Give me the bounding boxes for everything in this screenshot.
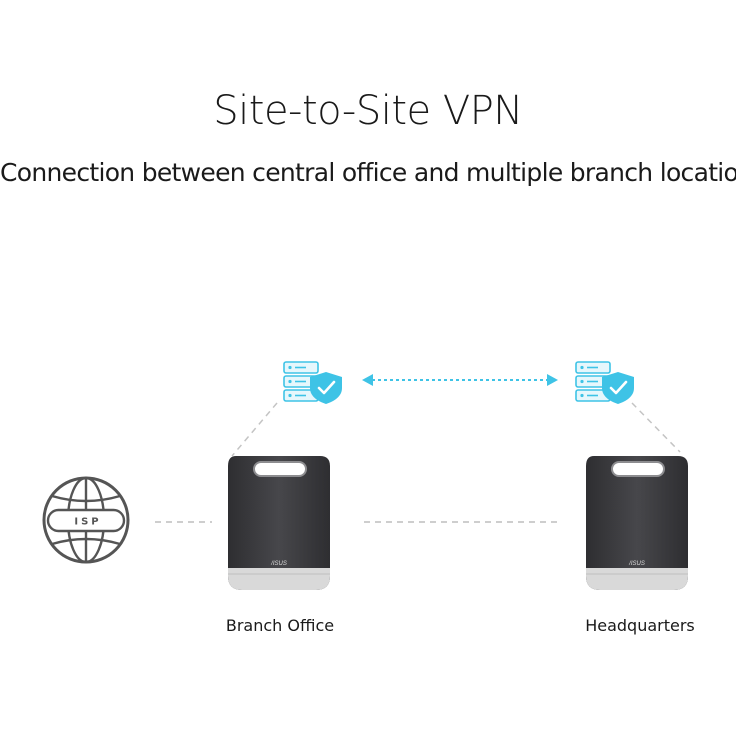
branch-server-link	[231, 402, 278, 457]
headquarters-label: Headquarters	[585, 616, 695, 635]
double-arrow-icon	[362, 374, 558, 386]
server-shield-icon	[283, 361, 342, 404]
page-subtitle: Connection between central office and mu…	[0, 158, 736, 187]
page-title: Site-to-Site VPN	[213, 88, 523, 134]
branch-logo: /ISUS	[270, 561, 287, 567]
branch-office-label: Branch Office	[225, 616, 335, 635]
server-shield-icon	[575, 361, 634, 404]
hq-server-link	[631, 402, 681, 453]
isp-label: ISP	[74, 517, 101, 528]
hq-router: /ISUS	[586, 456, 688, 590]
branch-router: /ISUS	[228, 456, 330, 590]
hq-logo: /ISUS	[628, 561, 645, 567]
globe-icon: ISP	[42, 476, 130, 564]
